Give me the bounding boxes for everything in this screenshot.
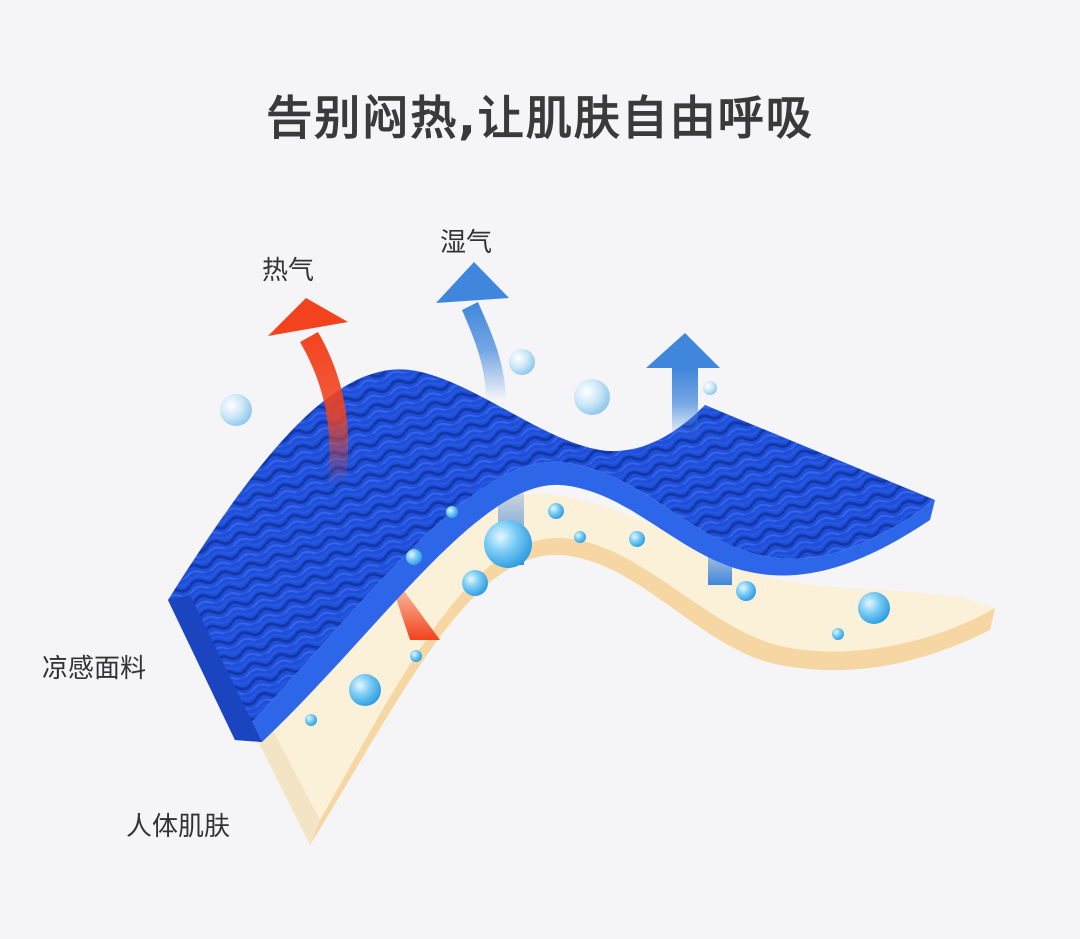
- heat-arrow-icon: [268, 298, 349, 485]
- moisture-label: 湿气: [440, 228, 493, 258]
- skin-layer-label: 人体肌肤: [126, 812, 231, 842]
- fabric-layer-label: 凉感面料: [42, 654, 147, 684]
- moisture-arrow-icon-2: [646, 333, 720, 438]
- skin-layer: [255, 494, 995, 845]
- moisture-arrow-icon: [436, 262, 509, 400]
- page-title: 告别闷热,让肌肤自由呼吸: [266, 91, 814, 145]
- heat-label: 热气: [262, 256, 315, 286]
- water-droplets: [220, 349, 890, 726]
- fabric-layer: [168, 369, 935, 742]
